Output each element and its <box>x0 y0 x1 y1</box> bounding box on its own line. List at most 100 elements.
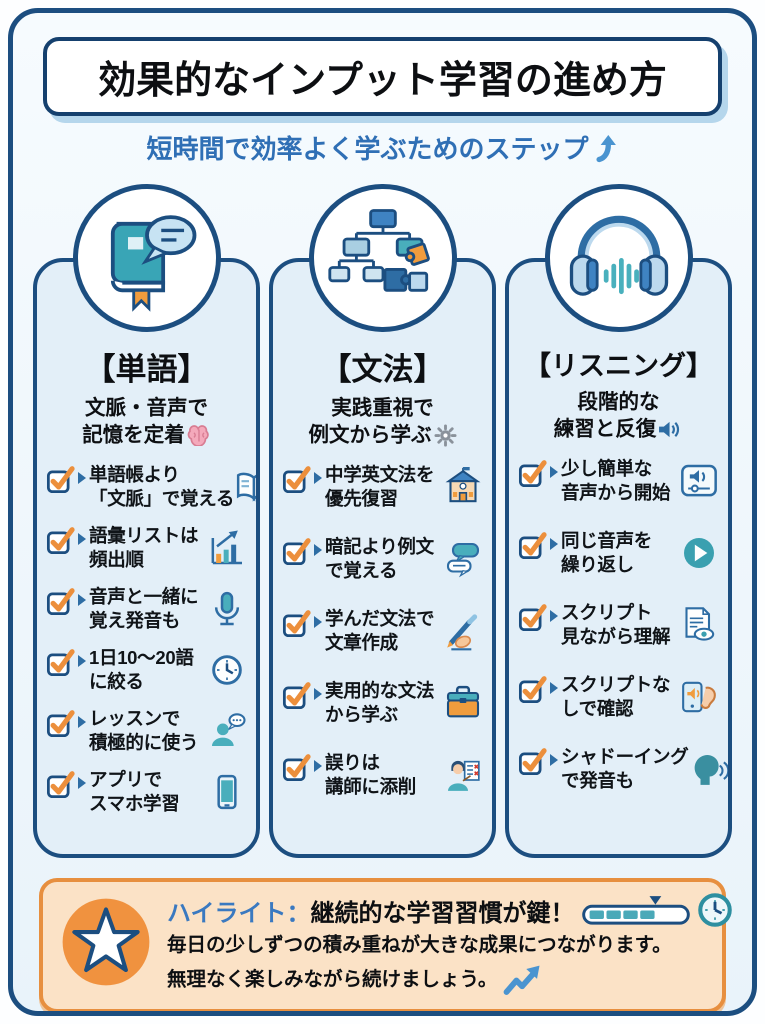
column-subtitle: 文脈・音声で 記憶を定着 <box>44 395 249 449</box>
outer-frame: 効果的なインプット学習の進め方 短時間で効率よく学ぶためのステップ 【単語】 文… <box>8 8 757 1016</box>
brain-icon <box>187 425 209 447</box>
highlight-body-line1: 毎日の少しずつの積み重ねが大きな成果につながります。 <box>167 934 672 956</box>
writing-hand-icon <box>443 611 483 651</box>
bullet-arrow-icon <box>314 543 322 556</box>
item-text: スクリプト 見ながら理解 <box>561 601 671 648</box>
column-heading: 【文法】 <box>320 352 445 387</box>
columns-row: 【単語】 文脈・音声で 記憶を定着 単語帳より 「文脈」で覚える 語彙リストは … <box>13 184 752 858</box>
page-subtitle: 短時間で効率よく学ぶためのステップ <box>13 129 752 166</box>
item-text: 同じ音声を 繰り返し <box>561 529 653 575</box>
checklist-item: 1日10〜20語 に絞る <box>46 646 247 694</box>
checklist-item: 学んだ文法で 文章作成 <box>282 607 483 655</box>
bullet-arrow-icon <box>550 754 558 767</box>
item-text: レッスンで 積極的に使う <box>89 708 199 754</box>
open-book-icon <box>234 467 256 507</box>
checklist-item: 語彙リストは 頻出順 <box>46 524 247 572</box>
checklist-item: アプリで スマホ学習 <box>46 768 247 816</box>
checkbox-check-icon <box>518 458 548 488</box>
checkbox-check-icon <box>282 464 312 494</box>
bullet-arrow-icon <box>550 465 558 478</box>
grammar-tree-icon <box>327 209 430 292</box>
page-title: 効果的なインプット学習の進め方 <box>43 37 722 116</box>
item-text: 語彙リストは 頻出順 <box>89 524 199 570</box>
checkbox-check-icon <box>282 680 312 710</box>
checkbox-check-icon <box>282 536 312 566</box>
bullet-arrow-icon <box>78 471 86 484</box>
checklist-item: 同じ音声を 繰り返し <box>518 529 719 577</box>
column-heading: 【単語】 <box>84 352 209 387</box>
item-text: スクリプトな しで確認 <box>561 674 671 720</box>
checklist: 少し簡単な 音声から開始 同じ音声を 繰り返し スクリプト 見ながら理解 <box>516 457 728 793</box>
vocabulary-panel: 【単語】 文脈・音声で 記憶を定着 単語帳より 「文脈」で覚える 語彙リストは … <box>33 258 260 858</box>
item-text: 1日10〜20語 に絞る <box>89 647 194 693</box>
column-listening: 【リスニング】 段階的な 練習と反復 少し簡単な 音声から開始 同じ音声を 繰り… <box>505 184 732 858</box>
item-text: 暗記より例文 で覚える <box>325 535 434 581</box>
bullet-arrow-icon <box>78 593 86 606</box>
item-text: シャドーイング で発音も <box>561 746 689 792</box>
headphones-icon <box>569 215 668 296</box>
bullet-arrow-icon <box>314 615 322 628</box>
grammar-circle <box>308 184 457 332</box>
script-eye-icon <box>679 605 719 645</box>
page-subtitle-text: 短時間で効率よく学ぶためのステップ <box>146 134 589 164</box>
checklist: 単語帳より 「文脈」で覚える 語彙リストは 頻出順 音声と一緒に 覚え発音も <box>44 463 256 817</box>
gear-icon <box>433 424 457 447</box>
trend-up-icon <box>503 965 540 995</box>
clock-icon <box>697 893 732 927</box>
item-text: 単語帳より 「文脈」で覚える <box>89 463 235 509</box>
grammar-panel: 【文法】 実践重視で 例文から学ぶ 中学英文法を 優先復習 暗記より例文 で覚え… <box>269 258 496 858</box>
checkbox-check-icon <box>46 769 76 799</box>
checkbox-check-icon <box>518 602 548 632</box>
teacher-correction-icon <box>443 755 483 795</box>
listening-circle <box>544 184 693 332</box>
item-text: 学んだ文法で 文章作成 <box>325 607 435 654</box>
checklist-item: 少し簡単な 音声から開始 <box>518 457 719 505</box>
bullet-arrow-icon <box>78 655 86 668</box>
highlight-body-line2: 無理なく楽しみながら続けましょう。 <box>167 964 708 997</box>
bullet-arrow-icon <box>314 688 322 701</box>
bullet-arrow-icon <box>314 471 322 484</box>
play-button-icon <box>679 533 719 573</box>
bar-chart-icon <box>207 528 247 568</box>
checklist-item: 単語帳より 「文脈」で覚える <box>46 463 256 511</box>
checklist-item: 音声と一緒に 覚え発音も <box>46 585 247 633</box>
checklist-item: 中学英文法を 優先復習 <box>282 463 483 511</box>
checkbox-check-icon <box>518 746 548 776</box>
checkbox-check-icon <box>46 464 76 494</box>
checklist-item: スクリプトな しで確認 <box>518 673 719 721</box>
item-text: アプリで スマホ学習 <box>89 769 180 815</box>
checklist-item: 実用的な文法 から学ぶ <box>282 679 483 727</box>
clock-icon <box>207 650 247 690</box>
item-text: 誤りは 講師に添削 <box>325 752 417 798</box>
column-vocabulary: 【単語】 文脈・音声で 記憶を定着 単語帳より 「文脈」で覚える 語彙リストは … <box>33 184 260 858</box>
checkbox-check-icon <box>282 752 312 782</box>
column-subtitle: 実践重視で 例文から学ぶ <box>280 395 485 449</box>
checklist: 中学英文法を 優先復習 暗記より例文 で覚える 学んだ文法で 文章作成 <box>280 463 485 799</box>
checklist-item: レッスンで 積極的に使う <box>46 707 247 755</box>
bullet-arrow-icon <box>78 716 86 729</box>
checklist-item: 暗記より例文 で覚える <box>282 535 483 583</box>
checkbox-check-icon <box>282 608 312 638</box>
checklist-item: スクリプト 見ながら理解 <box>518 601 719 649</box>
speaker-icon <box>659 421 680 438</box>
bullet-arrow-icon <box>550 537 558 550</box>
speech-bubbles-icon <box>443 539 483 579</box>
school-icon <box>443 466 483 507</box>
book-speech-icon <box>110 215 196 312</box>
item-text: 中学英文法を 優先復習 <box>325 463 435 509</box>
bullet-arrow-icon <box>78 777 86 790</box>
column-heading: 【リスニング】 <box>524 351 713 381</box>
progress-bar-icon <box>581 895 690 925</box>
bullet-arrow-icon <box>314 760 322 773</box>
checkbox-check-icon <box>518 674 548 704</box>
checklist-item: 誤りは 講師に添削 <box>282 751 483 799</box>
highlight-label: ハイライト： <box>167 899 311 927</box>
up-arrow-icon <box>595 134 616 162</box>
checkbox-check-icon <box>46 586 76 616</box>
bullet-arrow-icon <box>550 682 558 695</box>
column-grammar: 【文法】 実践重視で 例文から学ぶ 中学英文法を 優先復習 暗記より例文 で覚え… <box>269 184 496 858</box>
listening-panel: 【リスニング】 段階的な 練習と反復 少し簡単な 音声から開始 同じ音声を 繰り… <box>505 258 732 858</box>
star-icon <box>59 895 153 994</box>
shadowing-head-icon <box>688 749 728 789</box>
